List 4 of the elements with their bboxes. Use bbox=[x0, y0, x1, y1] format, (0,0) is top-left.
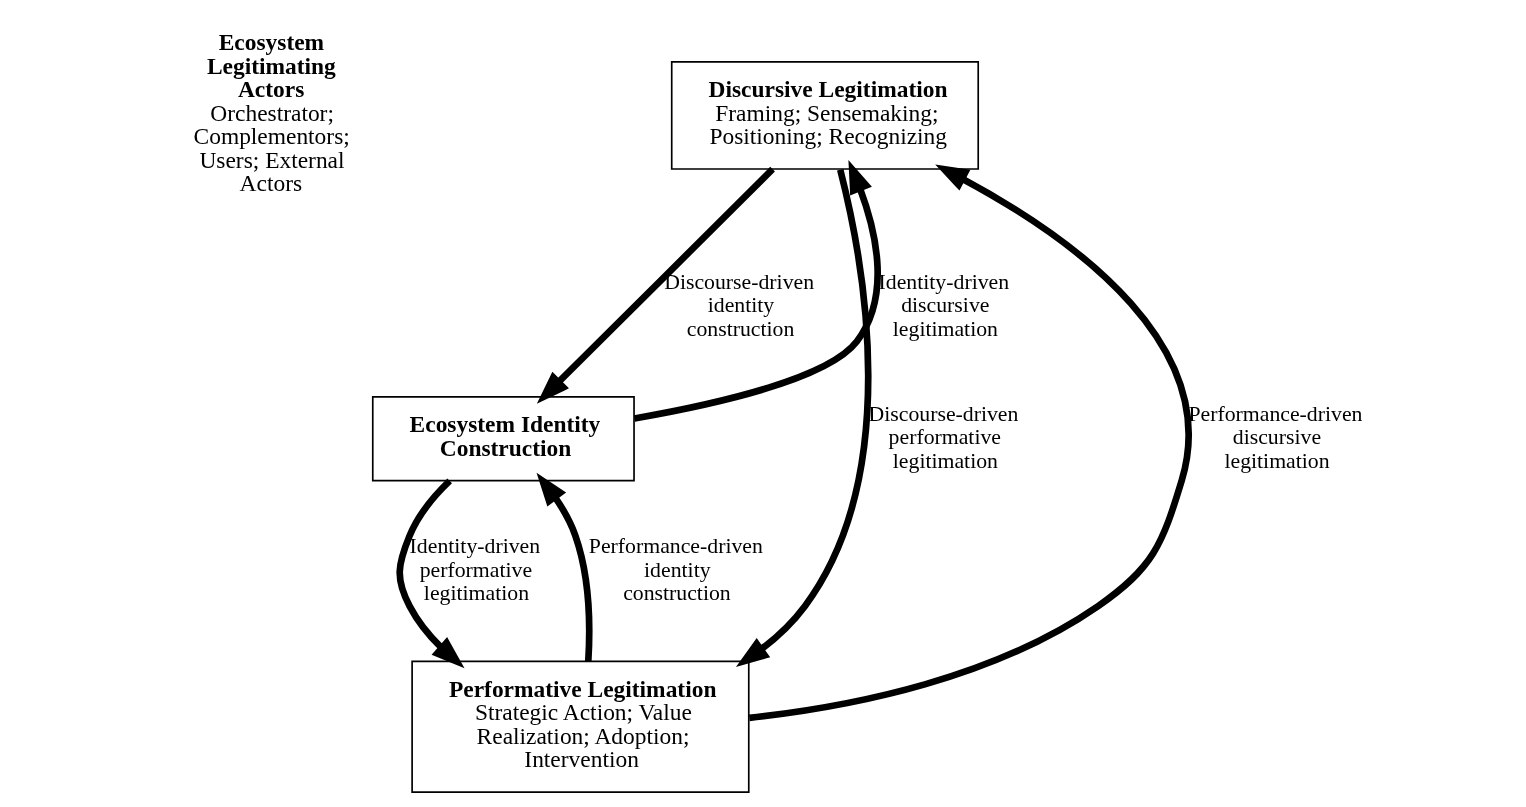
edge-label: Identity-driven discursive legitimation bbox=[878, 269, 1010, 341]
edge-label: Performance-driven identity construction bbox=[588, 534, 763, 606]
edge-label: Identity-driven performative legitimation bbox=[409, 534, 541, 606]
edge-label: Discourse-driven identity construction bbox=[664, 269, 815, 341]
